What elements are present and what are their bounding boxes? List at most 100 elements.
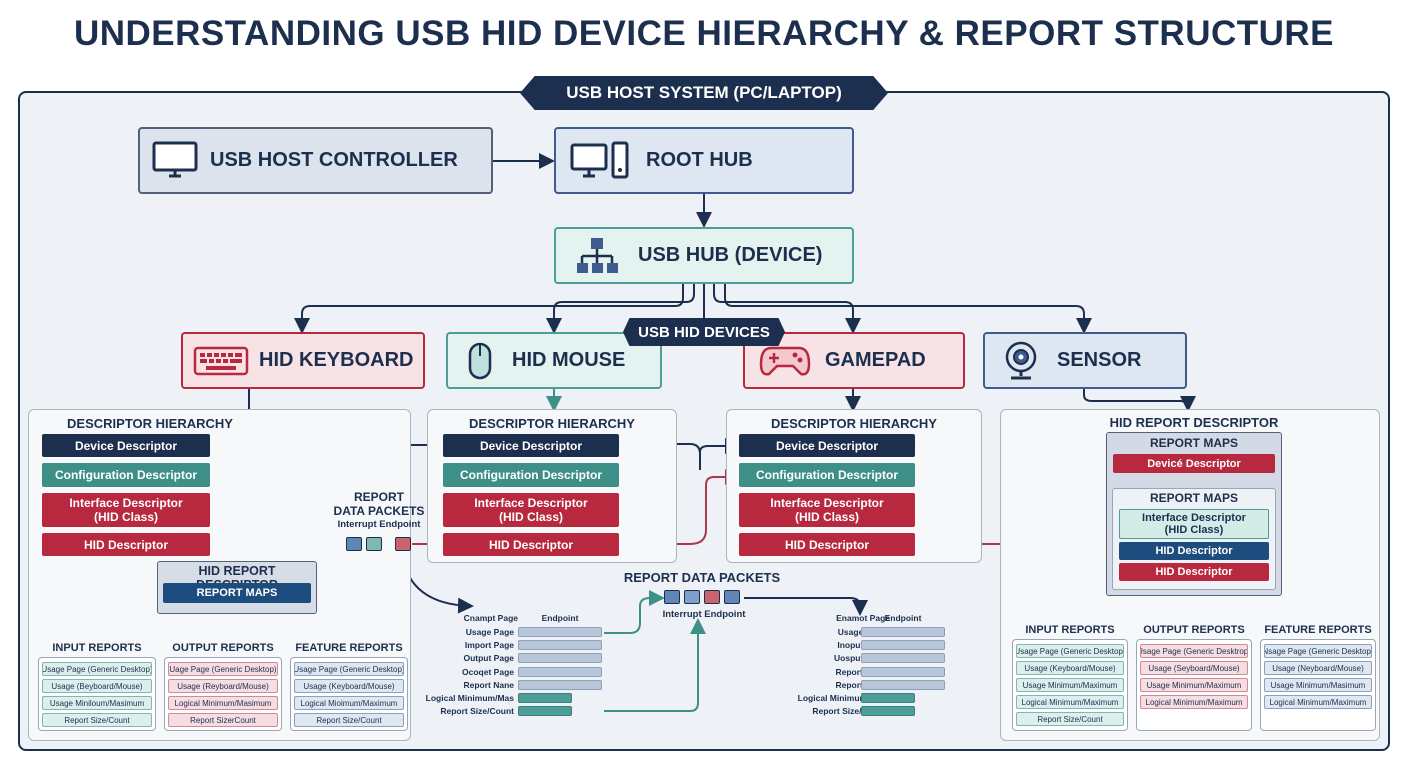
hid-mouse-box[interactable]: HID MOUSE bbox=[446, 332, 662, 389]
report-item[interactable]: Usage Page (Generic Desktop) bbox=[1016, 644, 1124, 658]
usb-hub-box[interactable]: USB HUB (DEVICE) bbox=[554, 227, 854, 284]
field-value-bar[interactable] bbox=[518, 666, 602, 677]
report-item[interactable]: Logical Mioimum/Maximum bbox=[294, 696, 404, 710]
field-value-bar[interactable] bbox=[861, 666, 945, 677]
field-label: Report Nane bbox=[835, 679, 886, 690]
field-label: Report Bags bbox=[835, 666, 886, 677]
usb-host-controller-box[interactable]: USB HOST CONTROLLER bbox=[138, 127, 493, 194]
report-item[interactable]: Usage (Beyboard/Mouse) bbox=[42, 679, 152, 693]
desktop-pc-icon bbox=[556, 140, 646, 182]
field-label: Import Page bbox=[464, 640, 514, 651]
data-packet bbox=[395, 537, 411, 551]
report-item[interactable]: Nsage Page (Generic Desktop) bbox=[1264, 644, 1372, 658]
report-maps-title-2: REPORT MAPS bbox=[1149, 491, 1238, 505]
field-value-bar[interactable] bbox=[518, 706, 572, 717]
data-packet bbox=[704, 590, 720, 604]
field-value-bar[interactable] bbox=[518, 627, 602, 637]
hid-descriptor[interactable]: HID Descriptor bbox=[739, 533, 915, 556]
interface-descriptor-line2: (HID Class) bbox=[498, 510, 563, 524]
sensor-hid-descriptor-2[interactable]: HID Descriptor bbox=[1119, 563, 1269, 581]
field-value-bar[interactable] bbox=[518, 640, 602, 651]
report-item[interactable]: Logical Minimum/Masimum bbox=[168, 696, 278, 710]
sensor-hid-descriptor-1[interactable]: HID Descriptor bbox=[1119, 542, 1269, 560]
report-item[interactable]: Usage (Neyboard/Mouse) bbox=[1264, 661, 1372, 675]
report-item[interactable]: Usage Page (Generic Desktop) bbox=[42, 662, 152, 676]
device-descriptor[interactable]: Device Descriptor bbox=[443, 434, 619, 457]
report-item[interactable]: Usage Page (Generic Desktop) bbox=[294, 662, 404, 676]
descriptor-hierarchy-title: DESCRIPTOR HIERARCHY bbox=[469, 416, 635, 431]
field-value-bar[interactable] bbox=[861, 693, 915, 703]
field-value-bar[interactable] bbox=[861, 679, 945, 690]
report-data-packets-title: REPORT DATA PACKETS bbox=[623, 570, 781, 585]
report-column-title: OUTPUT REPORTS bbox=[172, 642, 274, 654]
report-item[interactable]: Usage Miniloum/Masimum bbox=[42, 696, 152, 710]
field-label: Logical Minimum/Msx bbox=[797, 693, 886, 703]
sensor-report-title: HID REPORT DESCRIPTOR bbox=[1109, 415, 1279, 430]
field-value-bar[interactable] bbox=[518, 693, 572, 703]
interface-descriptor-line1: Interface Descriptor bbox=[69, 496, 183, 510]
mouse-label: HID MOUSE bbox=[512, 349, 626, 371]
report-item[interactable]: Logical Minimum/Maximum bbox=[1016, 695, 1124, 709]
hid-descriptor[interactable]: HID Descriptor bbox=[42, 533, 210, 556]
hid-keyboard-box[interactable]: HID KEYBOARD bbox=[181, 332, 425, 389]
field-label: Logical Minimum/Mas bbox=[425, 693, 514, 703]
data-packet bbox=[366, 537, 382, 551]
report-item[interactable]: Logical Minimum/Maximum bbox=[1140, 695, 1248, 709]
field-header: Enamot Page bbox=[836, 613, 890, 623]
field-value-bar[interactable] bbox=[861, 640, 945, 651]
report-item[interactable]: Usage Minimum/Masimum bbox=[1264, 678, 1372, 692]
sensor-box[interactable]: SENSOR bbox=[983, 332, 1187, 389]
report-column-title: FEATURE REPORTS bbox=[1264, 624, 1372, 636]
packets-line3: Interrupt Endpoint bbox=[337, 519, 421, 530]
report-item[interactable]: Usage (Keyboard/Mouse) bbox=[1016, 661, 1124, 675]
report-item[interactable]: Report Size/Count bbox=[294, 713, 404, 727]
configuration-descriptor[interactable]: Configuration Descriptor bbox=[443, 463, 619, 487]
hid-descriptor[interactable]: HID Descriptor bbox=[443, 533, 619, 556]
report-item[interactable]: Usage Minimum/Maximum bbox=[1140, 678, 1248, 692]
report-item[interactable]: Report SizerCount bbox=[168, 713, 278, 727]
packets-line1: REPORT bbox=[353, 490, 404, 504]
report-item[interactable]: Report Size/Count bbox=[42, 713, 152, 727]
sensor-interface-descriptor[interactable]: Interface Descriptor (HID Class) bbox=[1119, 509, 1269, 539]
keyboard-label: HID KEYBOARD bbox=[259, 349, 414, 371]
gamepad-label: GAMEPAD bbox=[825, 349, 926, 371]
report-data-packets-label: REPORT DATA PACKETS Interrupt Endpoint bbox=[330, 490, 428, 532]
report-item[interactable]: Report Size/Count bbox=[1016, 712, 1124, 726]
report-item[interactable]: Usage Minimum/Maximum bbox=[1016, 678, 1124, 692]
mouse-icon bbox=[448, 341, 512, 381]
network-tree-icon bbox=[556, 235, 638, 277]
root-hub-box[interactable]: ROOT HUB bbox=[554, 127, 854, 194]
report-column-title: INPUT REPORTS bbox=[1025, 624, 1115, 636]
webcam-sensor-icon bbox=[985, 340, 1057, 382]
report-item[interactable]: Usage Page (Generic Desktrop) bbox=[1140, 644, 1248, 658]
field-value-bar[interactable] bbox=[861, 627, 945, 637]
report-column-title: FEATURE REPORTS bbox=[295, 642, 403, 654]
field-header: Endpoint bbox=[541, 613, 579, 623]
field-value-bar[interactable] bbox=[861, 706, 915, 717]
field-label: Output Page bbox=[463, 653, 514, 664]
interface-descriptor-line2: (HID Class) bbox=[93, 510, 158, 524]
sensor-label: SENSOR bbox=[1057, 349, 1142, 371]
configuration-descriptor[interactable]: Configuration Descriptor bbox=[739, 463, 915, 487]
device-descriptor[interactable]: Device Descriptor bbox=[42, 434, 210, 457]
report-item[interactable]: Usage (Reyboard/Mouse) bbox=[168, 679, 278, 693]
field-header: Endpoint bbox=[884, 613, 922, 623]
usb-hub-label: USB HUB (DEVICE) bbox=[638, 244, 823, 266]
report-maps-button[interactable]: REPORT MAPS bbox=[163, 583, 311, 603]
field-value-bar[interactable] bbox=[518, 679, 602, 690]
interface-descriptor[interactable]: Interface Descriptor (HID Class) bbox=[42, 493, 210, 527]
field-value-bar[interactable] bbox=[518, 653, 602, 664]
report-item[interactable]: Logical Minimum/Maximum bbox=[1264, 695, 1372, 709]
field-value-bar[interactable] bbox=[861, 653, 945, 664]
interface-descriptor[interactable]: Interface Descriptor (HID Class) bbox=[443, 493, 619, 527]
field-label: Usage Page bbox=[465, 627, 514, 637]
descriptor-hierarchy-title: DESCRIPTOR HIERARCHY bbox=[67, 416, 233, 431]
report-item[interactable]: Usage (Keyboard/Mouse) bbox=[294, 679, 404, 693]
report-item[interactable]: Uage Page (Generic Desktop) bbox=[168, 662, 278, 676]
monitor-icon bbox=[140, 140, 210, 182]
configuration-descriptor[interactable]: Configuration Descriptor bbox=[42, 463, 210, 487]
device-descriptor[interactable]: Device Descriptor bbox=[739, 434, 915, 457]
sensor-device-descriptor[interactable]: Devicé Descriptor bbox=[1113, 454, 1275, 473]
interface-descriptor[interactable]: Interface Descriptor (HID Class) bbox=[739, 493, 915, 527]
report-item[interactable]: Usage (Seyboard/Mouse) bbox=[1140, 661, 1248, 675]
